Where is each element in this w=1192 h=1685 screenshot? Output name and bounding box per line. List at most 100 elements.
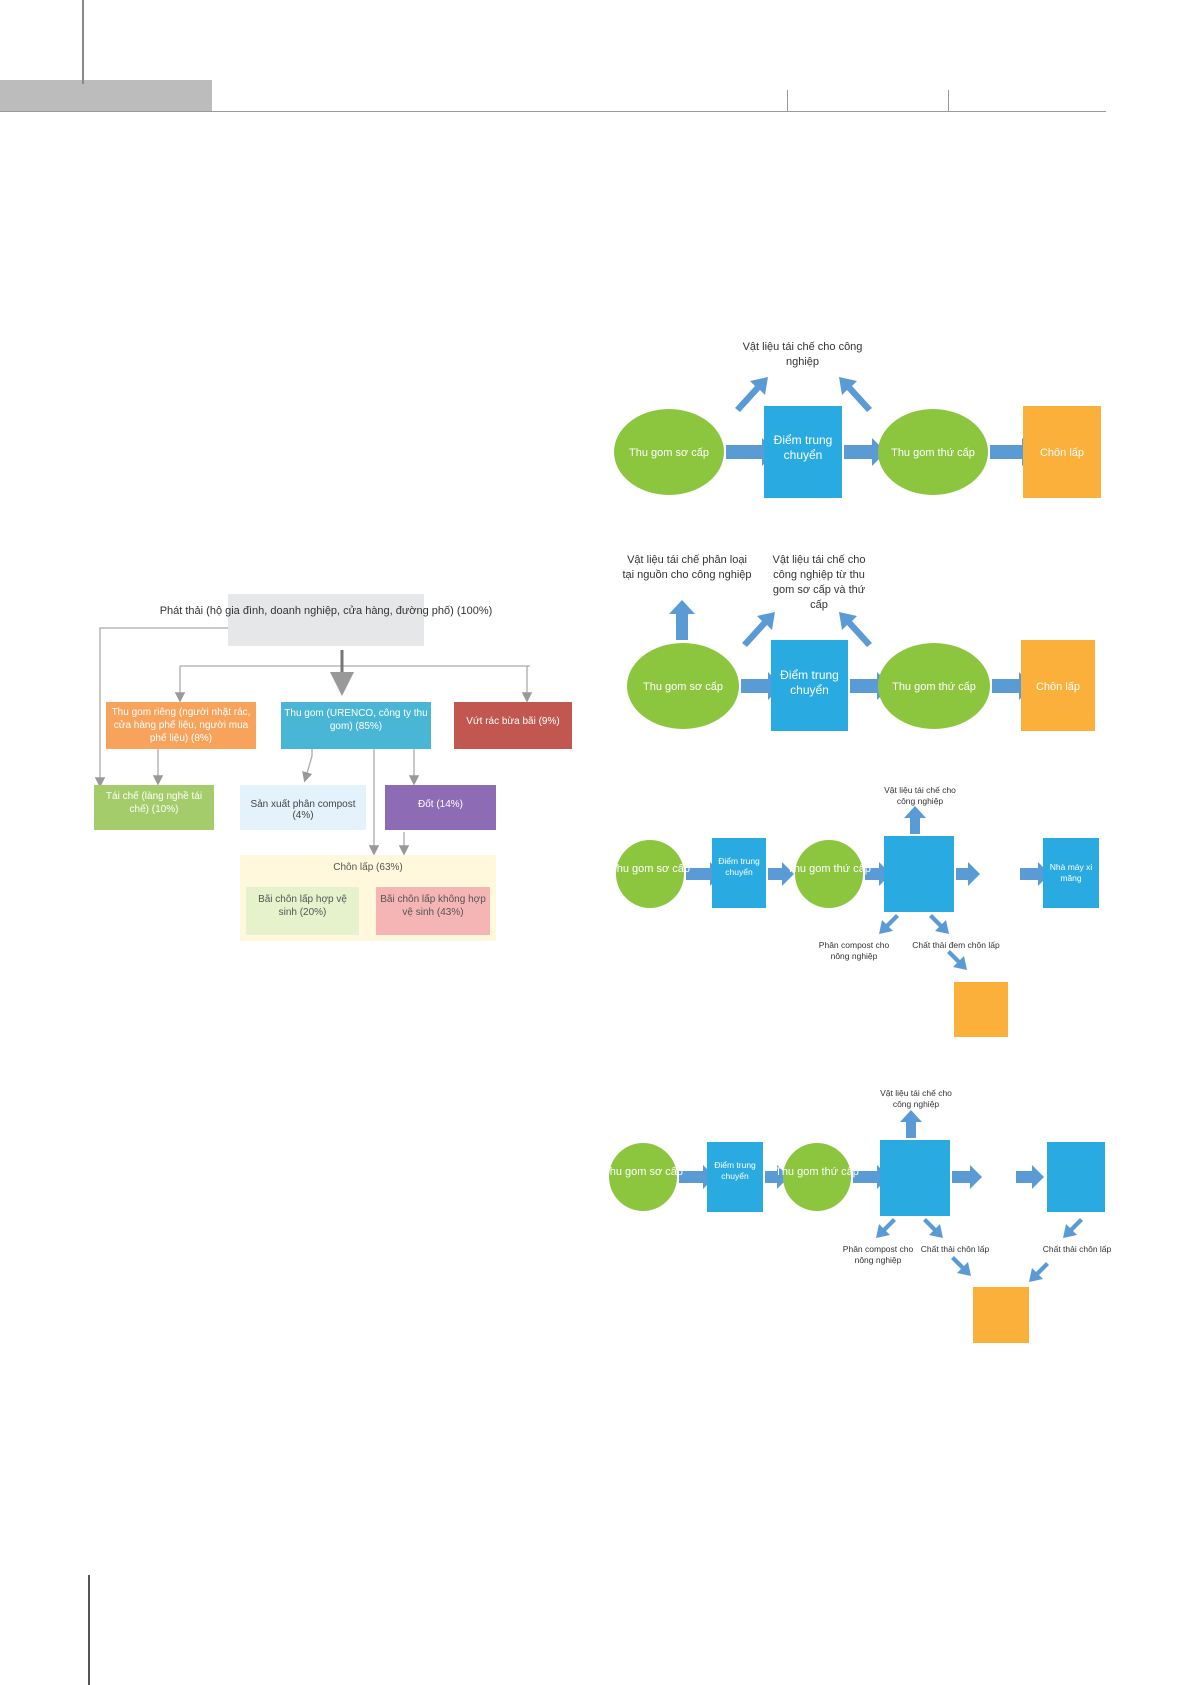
transfer-node bbox=[771, 640, 848, 731]
flow2-primary-label: Thu gom sơ cấp bbox=[643, 681, 723, 693]
flow4-recycle-label: Vật liệu tái chế cho công nghiệp bbox=[880, 1088, 952, 1109]
arrow bbox=[876, 1218, 896, 1238]
arrow bbox=[839, 612, 872, 647]
flow2-secondary-label: Thu gom thứ cấp bbox=[892, 681, 976, 693]
flow1-landfill-label: Chôn lấp bbox=[1040, 447, 1084, 459]
primary-collection-node bbox=[614, 409, 724, 495]
landfill-node bbox=[1023, 406, 1101, 498]
footer-vertical-rule bbox=[88, 1575, 90, 1685]
arrow bbox=[904, 806, 926, 834]
flow2-recycle-collect-label: Vật liệu tái chế cho công nghiệp từ thu … bbox=[772, 554, 866, 611]
primary-collection-node bbox=[627, 643, 739, 729]
flow4-secondary-label: Thu gom thứ cấp bbox=[775, 1166, 859, 1178]
flow-diagram-3 bbox=[616, 806, 1099, 1037]
landfill-node bbox=[973, 1287, 1029, 1343]
arrow bbox=[947, 950, 967, 970]
arrow bbox=[768, 862, 794, 886]
arrow bbox=[679, 1165, 715, 1189]
arrow bbox=[735, 377, 768, 412]
compost-label: Sản xuất phân compost (4%) bbox=[250, 799, 356, 821]
arrow bbox=[839, 377, 872, 412]
incineration-label: Đốt (14%) bbox=[417, 799, 463, 810]
arrow bbox=[923, 1218, 943, 1238]
arrow bbox=[742, 612, 775, 647]
emission-label: Phát thải (hộ gia đình, doanh nghiệp, cử… bbox=[160, 605, 493, 617]
recycling-label: Tái chế (làng nghề tái chế) (10%) bbox=[105, 791, 203, 815]
secondary-collection-node bbox=[878, 409, 988, 495]
arrow bbox=[879, 914, 899, 934]
arrow bbox=[900, 1110, 922, 1138]
collection-label: Thu gom (URENCO, công ty thu gom) (85%) bbox=[284, 708, 428, 732]
sanitary-landfill-label: Bãi chôn lấp hợp vệ sinh (20%) bbox=[258, 894, 347, 918]
flow-diagram-4 bbox=[609, 1110, 1105, 1343]
arrow bbox=[1063, 1218, 1083, 1238]
unsanitary-landfill-box bbox=[376, 887, 490, 935]
arrow bbox=[726, 438, 776, 466]
flow4-transfer-label: Điểm trung chuyển bbox=[714, 1160, 756, 1181]
flow3-compost-label: Phân compost cho nông nghiệp bbox=[818, 940, 890, 961]
unsanitary-landfill-label: Bãi chôn lấp không hợp vệ sinh (43%) bbox=[380, 894, 486, 918]
transfer-node bbox=[712, 838, 766, 908]
flow3-recycle-label: Vật liệu tái chế cho công nghiệp bbox=[884, 785, 956, 806]
flow-diagram-2 bbox=[627, 600, 1095, 731]
arrow bbox=[844, 438, 886, 466]
compost-box bbox=[240, 785, 366, 830]
flow2-recycle-source-label: Vật liệu tái chế phân loại tại nguồn cho… bbox=[622, 554, 752, 581]
flow4-compost-label: Phân compost cho nông nghiệp bbox=[842, 1244, 914, 1265]
flow1-transfer-label: Điểm trung chuyển bbox=[773, 433, 833, 462]
sanitary-landfill-box bbox=[246, 887, 359, 935]
flow3-plant-label: Nhà máy xi măng bbox=[1049, 862, 1093, 883]
flow4-residue1-label: Chất thải chôn lấp bbox=[920, 1244, 990, 1254]
flow3-residue-label: Chất thải đem chôn lấp bbox=[912, 940, 1000, 950]
flow1-recycle-label: Vật liệu tái chế cho công nghiệp bbox=[742, 341, 863, 368]
arrow bbox=[1016, 1165, 1044, 1189]
transfer-node bbox=[707, 1142, 763, 1212]
collection-box bbox=[281, 702, 431, 749]
header-gray-tab bbox=[0, 80, 212, 112]
header-vertical-rule bbox=[82, 0, 84, 84]
transfer-node bbox=[764, 406, 842, 498]
secondary-collection-node bbox=[795, 840, 863, 908]
mbt-node bbox=[884, 836, 954, 912]
landfill-label: Chôn lấp (63%) bbox=[333, 862, 403, 873]
emission-box bbox=[228, 594, 424, 646]
primary-collection-node bbox=[609, 1143, 677, 1211]
arrow bbox=[669, 600, 695, 640]
flow2-transfer-label: Điểm trung chuyển bbox=[780, 668, 839, 697]
waste-flow-diagram: Phát thải (hộ gia đình, doanh nghiệp, cử… bbox=[94, 594, 572, 941]
flow3-transfer-label: Điểm trung chuyển bbox=[718, 856, 760, 877]
informal-collection-label: Thu gom riêng (người nhặt rác, cửa hàng … bbox=[111, 707, 251, 744]
primary-collection-node bbox=[616, 840, 684, 908]
header-tick-2 bbox=[948, 90, 949, 111]
header-tick-1 bbox=[787, 90, 788, 111]
flow-diagram-1 bbox=[614, 377, 1101, 498]
flow4-residue2-label: Chất thải chôn lấp bbox=[1042, 1244, 1112, 1254]
header-rule bbox=[0, 111, 1106, 112]
svg-text:Phát thải (hộ gia đình, doanh: Phát thải (hộ gia đình, doanh nghiệp, cử… bbox=[160, 605, 493, 617]
arrow bbox=[951, 1256, 971, 1276]
flow1-primary-label: Thu gom sơ cấp bbox=[629, 447, 709, 459]
secondary-collection-node bbox=[783, 1143, 851, 1211]
landfill-node bbox=[1021, 640, 1095, 731]
arrow bbox=[765, 1165, 789, 1189]
flow1-secondary-label: Thu gom thứ cấp bbox=[891, 447, 975, 459]
mbt-node bbox=[880, 1140, 950, 1216]
arrow bbox=[1020, 862, 1050, 886]
arrow bbox=[1029, 1262, 1049, 1282]
littering-box bbox=[454, 702, 572, 749]
informal-collection-box bbox=[106, 702, 256, 749]
arrow bbox=[956, 862, 980, 886]
flow3-primary-label: Thu gom sơ cấp bbox=[610, 863, 690, 875]
incineration-box bbox=[385, 785, 496, 830]
flow3-secondary-label: Thu gom thứ cấp bbox=[787, 863, 871, 875]
secondary-collection-node bbox=[878, 643, 990, 729]
flow2-landfill-label: Chôn lấp bbox=[1036, 681, 1080, 693]
plant-node bbox=[1047, 1142, 1105, 1212]
arrow bbox=[929, 914, 949, 934]
landfill-node bbox=[954, 982, 1008, 1037]
flow4-primary-label: Thu gom sơ cấp bbox=[603, 1166, 683, 1178]
arrow bbox=[952, 1165, 982, 1189]
littering-label: Vứt rác bừa bãi (9%) bbox=[466, 716, 560, 727]
cement-plant-node bbox=[1043, 838, 1099, 908]
